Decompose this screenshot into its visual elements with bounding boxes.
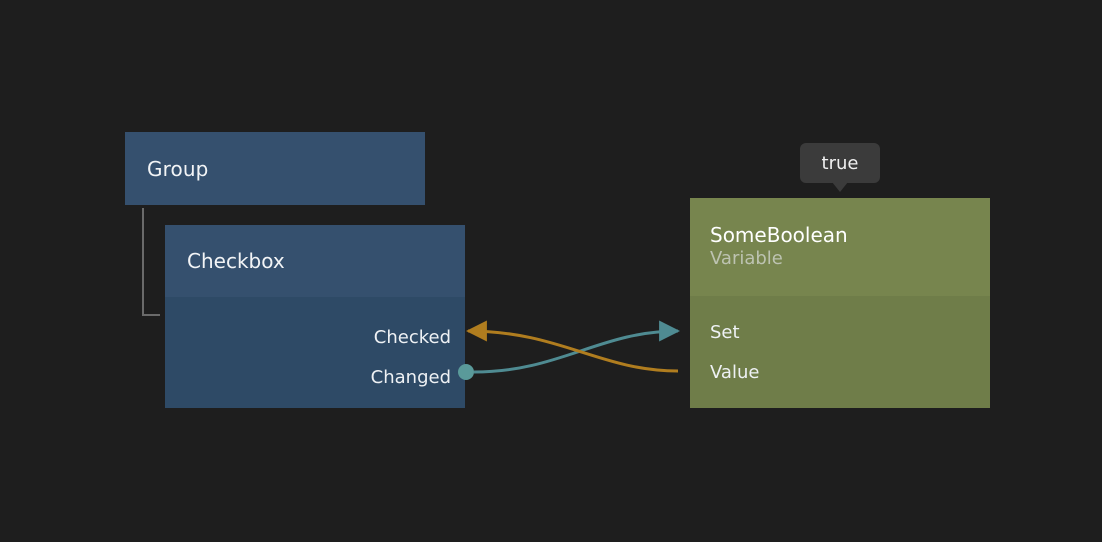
port-checked-label: Checked — [373, 326, 451, 348]
port-set-label: Set — [710, 321, 740, 343]
group-node-header: Group — [125, 132, 425, 205]
group-node-title: Group — [147, 156, 209, 181]
checkbox-node-title: Checkbox — [187, 249, 285, 273]
port-changed-dot-icon[interactable] — [456, 362, 476, 382]
variable-node-type: Variable — [710, 248, 783, 270]
wire-value-to-checked — [465, 320, 679, 373]
node-variable[interactable]: SomeBoolean Variable Set Value — [690, 198, 990, 408]
tooltip-pointer-icon — [832, 182, 848, 192]
node-group[interactable]: Group — [125, 132, 425, 205]
variable-node-body: Set Value — [690, 296, 990, 408]
port-set[interactable]: Set — [690, 312, 990, 352]
wire-changed-to-set — [473, 320, 681, 374]
port-value-label: Value — [710, 361, 760, 383]
checkbox-node-header: Checkbox — [165, 225, 465, 297]
port-checked[interactable]: Checked — [165, 317, 465, 357]
group-child-bracket — [142, 208, 160, 316]
checkbox-node-body: Checked Changed — [165, 297, 465, 408]
value-tooltip-text: true — [821, 152, 859, 174]
variable-node-header: SomeBoolean Variable — [690, 198, 990, 296]
port-value[interactable]: Value — [690, 352, 990, 392]
port-changed[interactable]: Changed — [165, 357, 465, 397]
value-tooltip: true — [800, 143, 880, 192]
node-checkbox[interactable]: Checkbox Checked Changed — [165, 225, 465, 408]
port-changed-label: Changed — [370, 366, 451, 388]
variable-node-name: SomeBoolean — [710, 223, 848, 248]
